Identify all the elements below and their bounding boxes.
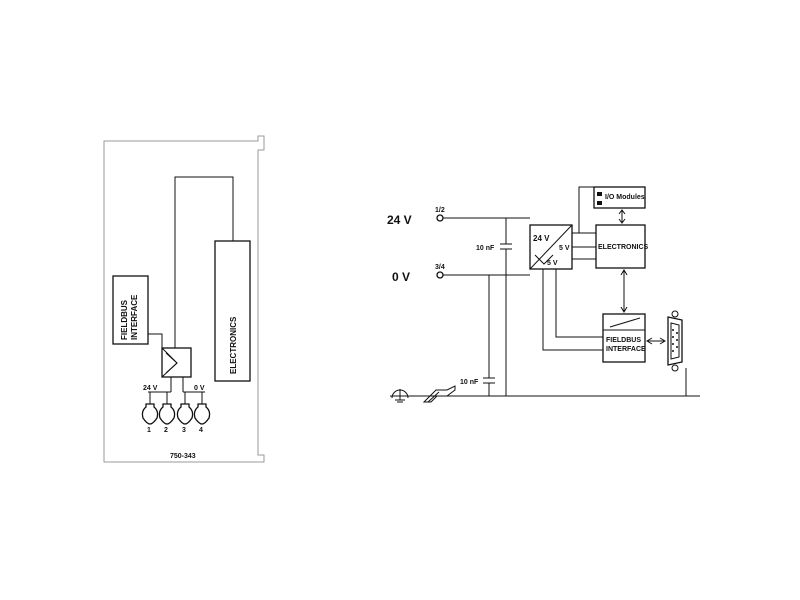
left-electronics-box: ELECTRONICS xyxy=(214,240,251,382)
din-rail-icon xyxy=(422,385,456,403)
converter-5v-label-1: 5 V xyxy=(559,245,570,252)
terminal-4-label: 4 xyxy=(199,427,203,434)
capacitor-top: 10 nF xyxy=(476,243,512,252)
right-fieldbus-interface-box: FIELDBUS INTERFACE xyxy=(602,313,646,363)
io-electronics-arrow-icon xyxy=(618,209,626,224)
io-modules-box: I/O Modules xyxy=(593,186,646,209)
left-fieldbus-label-line2: INTERFACE xyxy=(130,294,139,340)
terminal-1-2-icon xyxy=(436,214,444,222)
io-modules-label: I/O Modules xyxy=(605,194,645,201)
left-24v-label: 24 V xyxy=(143,385,158,392)
converter-5v-label-2: 5 V xyxy=(547,260,558,267)
terminal-3-4-icon xyxy=(436,271,444,279)
fieldbus-connector-arrow-icon xyxy=(646,337,666,345)
io-module-block-icon xyxy=(597,192,602,196)
terminal-4-icon xyxy=(193,403,211,425)
left-fieldbus-label-line1: FIELDBUS xyxy=(120,299,129,340)
terminal-3-4-label: 3/4 xyxy=(435,264,445,271)
cap-bottom-label: 10 nF xyxy=(460,379,479,386)
right-fieldbus-label-1: FIELDBUS xyxy=(606,337,641,344)
converter-24v-label: 24 V xyxy=(533,234,550,243)
part-number: 750-343 xyxy=(170,453,196,460)
right-0v-label: 0 V xyxy=(392,270,410,284)
left-0v-label: 0 V xyxy=(194,385,205,392)
io-module-block-icon-2 xyxy=(597,201,602,205)
left-fieldbus-interface-box: FIELDBUS INTERFACE xyxy=(112,275,149,345)
terminal-1-label: 1 xyxy=(147,427,151,434)
capacitor-bottom: 10 nF xyxy=(460,377,495,386)
right-converter-box: 24 V 5 V 5 V xyxy=(529,224,573,270)
right-electronics-box: ELECTRONICS xyxy=(595,224,649,269)
electronics-fieldbus-arrow-icon xyxy=(620,269,628,313)
internal-wiring xyxy=(542,186,603,351)
left-bus-wiring xyxy=(148,176,234,352)
ground-icon xyxy=(391,389,409,403)
left-terminals: 1 2 3 4 xyxy=(141,403,211,434)
supply-labels: 24 V 0 V 1/2 3/4 xyxy=(387,207,445,284)
left-electronics-label: ELECTRONICS xyxy=(229,316,238,374)
terminal-3-icon xyxy=(176,403,194,425)
left-converter-box xyxy=(161,347,192,378)
terminal-1-icon xyxy=(141,403,159,425)
right-electronics-label: ELECTRONICS xyxy=(598,244,649,251)
dsub-connector-icon xyxy=(667,310,687,396)
left-terminal-wiring: 24 V 0 V xyxy=(143,377,205,404)
terminal-2-label: 2 xyxy=(164,427,168,434)
terminal-2-icon xyxy=(158,403,176,425)
right-fieldbus-label-2: INTERFACE xyxy=(606,346,646,353)
cap-top-label: 10 nF xyxy=(476,245,495,252)
terminal-1-2-label: 1/2 xyxy=(435,207,445,214)
right-24v-label: 24 V xyxy=(387,213,412,227)
module-outline xyxy=(103,135,265,463)
terminal-3-label: 3 xyxy=(182,427,186,434)
